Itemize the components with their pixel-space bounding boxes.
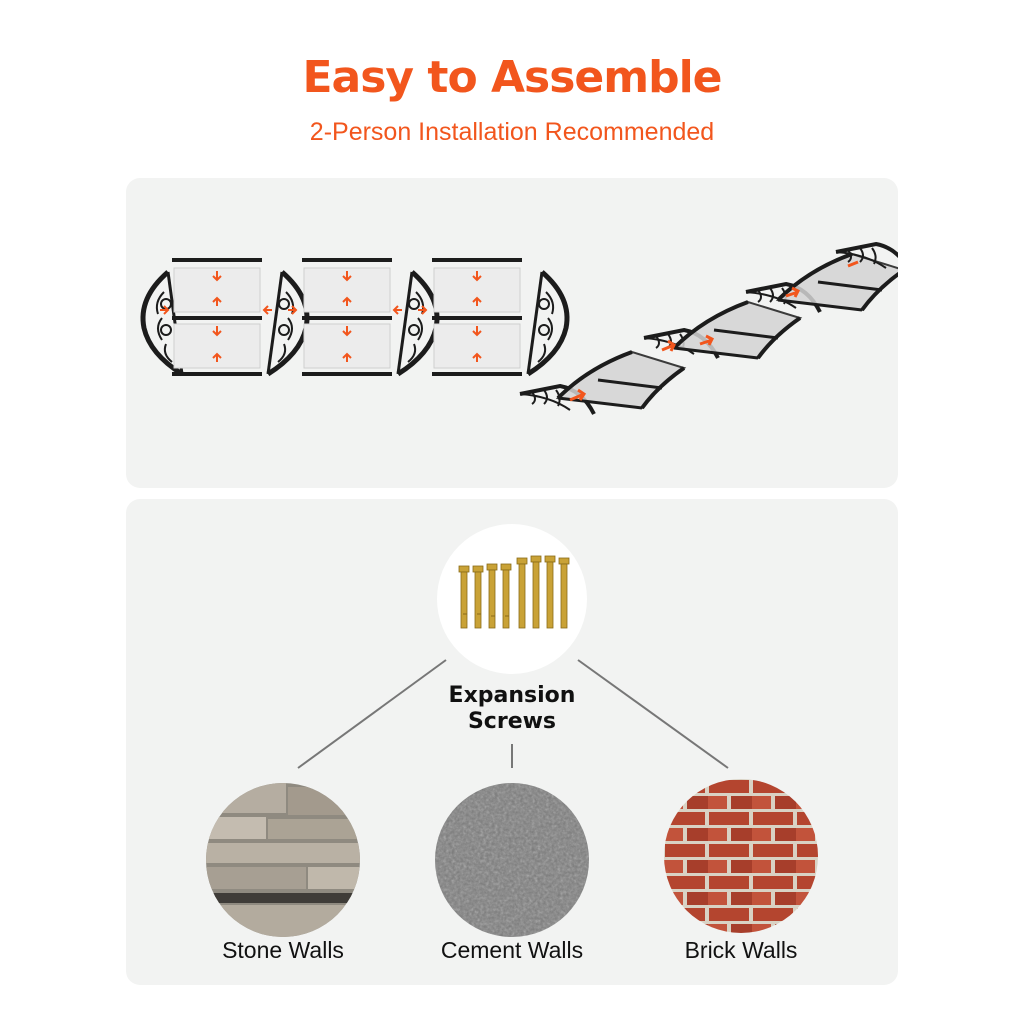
cement-wall-texture [435,783,589,937]
assembly-illustration [126,242,912,416]
assembly-diagram-panel [126,178,912,488]
page-title: Easy to Assemble [302,52,722,103]
page-subtitle: 2-Person Installation Recommended [309,118,715,146]
stone-walls-label: Stone Walls [222,937,344,963]
stone-wall-texture [206,783,360,937]
brick-walls-label: Brick Walls [684,937,798,963]
brick-wall-texture [664,779,818,933]
expansion-screws-icon [437,524,587,674]
cement-walls-label: Cement Walls [440,937,584,963]
